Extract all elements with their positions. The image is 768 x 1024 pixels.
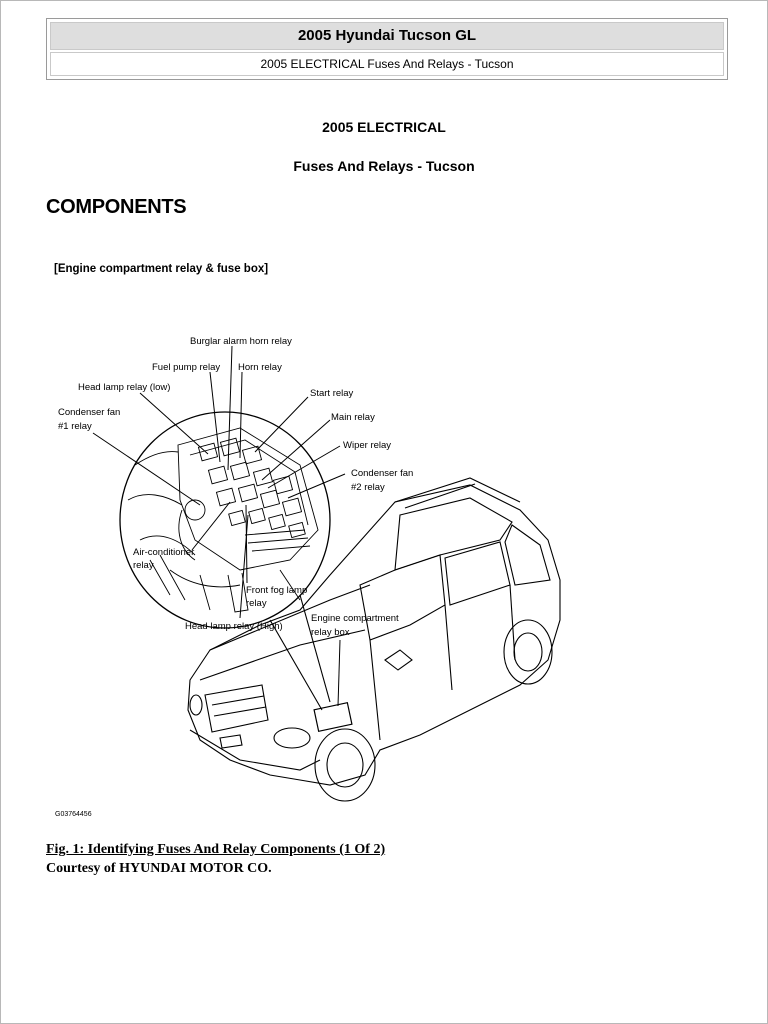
header-title: 2005 Hyundai Tucson GL xyxy=(50,22,724,50)
label-fog-line2: relay xyxy=(246,598,267,609)
subsection-title: Fuses And Relays - Tucson xyxy=(293,158,475,174)
label-wiper-relay: Wiper relay xyxy=(343,440,391,451)
leader-lines xyxy=(92,345,346,707)
label-head-lamp-high: Head lamp relay (High) xyxy=(185,621,283,632)
label-condenser1-line1: Condenser fan xyxy=(58,407,120,418)
label-ac-line2: relay xyxy=(133,560,154,571)
fuse-box-drawing xyxy=(127,427,319,613)
label-start-relay: Start relay xyxy=(310,388,354,399)
figure-courtesy: Courtesy of HYUNDAI MOTOR CO. xyxy=(46,861,272,876)
label-main-relay: Main relay xyxy=(331,412,375,423)
label-head-lamp-low: Head lamp relay (low) xyxy=(78,382,170,393)
label-ac-line1: Air-conditioner xyxy=(133,547,194,558)
component-labels: Burglar alarm horn relay Fuel pump relay… xyxy=(55,336,413,818)
components-heading: COMPONENTS xyxy=(46,196,187,218)
figure-caption: Fig. 1: Identifying Fuses And Relay Comp… xyxy=(46,842,386,857)
label-condenser2-line1: Condenser fan xyxy=(351,468,413,479)
label-condenser1-line2: #1 relay xyxy=(58,421,92,432)
relay-box-marker xyxy=(313,701,353,733)
label-condenser2-line2: #2 relay xyxy=(351,482,385,493)
figure-code: G03764456 xyxy=(55,811,92,818)
label-fog-line1: Front fog lamp xyxy=(246,585,307,596)
section-title: 2005 ELECTRICAL xyxy=(322,119,446,135)
label-horn-relay: Horn relay xyxy=(238,362,282,373)
fuse-relay-diagram: [Engine compartment relay & fuse box] xyxy=(54,263,561,818)
header-subtitle: 2005 ELECTRICAL Fuses And Relays - Tucso… xyxy=(50,52,724,76)
document-header: 2005 Hyundai Tucson GL 2005 ELECTRICAL F… xyxy=(46,18,728,80)
label-ecb-line1: Engine compartment xyxy=(311,613,399,624)
label-fuel-pump-relay: Fuel pump relay xyxy=(152,362,220,373)
label-ecb-line2: relay box xyxy=(311,627,350,638)
label-burglar-relay: Burglar alarm horn relay xyxy=(190,336,292,347)
vehicle-drawing xyxy=(187,477,561,802)
box-label: [Engine compartment relay & fuse box] xyxy=(54,263,268,275)
